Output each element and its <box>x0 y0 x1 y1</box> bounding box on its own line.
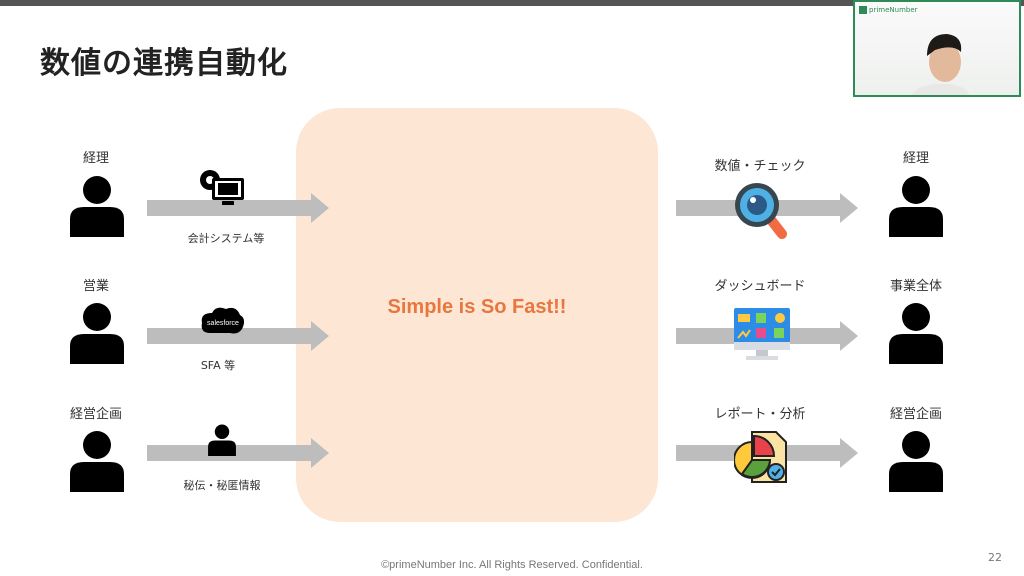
person-icon <box>889 176 943 237</box>
right-person-label: 経理 <box>902 151 929 166</box>
person-icon <box>70 176 124 237</box>
person-icon <box>889 303 943 364</box>
person-icon <box>208 424 236 456</box>
salesforce-logo-text: salesforce <box>207 320 239 327</box>
arrow-right <box>147 438 329 468</box>
source-label: SFA 等 <box>200 359 236 372</box>
center-text: Simple is So Fast!! <box>387 296 567 318</box>
source-label: 会計システム等 <box>187 232 265 245</box>
person-icon <box>70 303 124 364</box>
footer-copyright: ©primeNumber Inc. All Rights Reserved. C… <box>381 559 643 571</box>
top-bar <box>0 0 1024 6</box>
left-person-label: 営業 <box>82 279 109 294</box>
output-label: レポート・分析 <box>714 407 806 422</box>
report-icon <box>734 431 787 483</box>
page-number: 22 <box>988 551 1002 564</box>
right-person-label: 経営企画 <box>889 407 942 422</box>
output-label: 数値・チェック <box>714 159 806 174</box>
magnifier-icon <box>735 183 787 239</box>
webcam-logo: primeNumber <box>859 6 918 14</box>
person-icon <box>70 431 124 492</box>
presenter-video <box>911 34 970 95</box>
dashboard-icon <box>734 308 790 360</box>
accounting-system-icon <box>200 170 244 205</box>
webcam-overlay: primeNumber <box>853 0 1021 97</box>
center-panel <box>296 108 658 522</box>
arrow-right <box>147 321 329 351</box>
salesforce-icon: salesforce <box>201 307 245 334</box>
right-person-label: 事業全体 <box>889 279 942 294</box>
slide-title: 数値の連携自動化 <box>40 46 288 81</box>
arrow-right <box>147 193 329 223</box>
output-label: ダッシュボード <box>714 279 806 294</box>
webcam-logo-text: primeNumber <box>869 6 918 14</box>
left-person-label: 経理 <box>82 151 109 166</box>
source-label: 秘伝・秘匿情報 <box>183 479 261 492</box>
left-person-label: 経営企画 <box>69 407 122 422</box>
person-icon <box>889 431 943 492</box>
